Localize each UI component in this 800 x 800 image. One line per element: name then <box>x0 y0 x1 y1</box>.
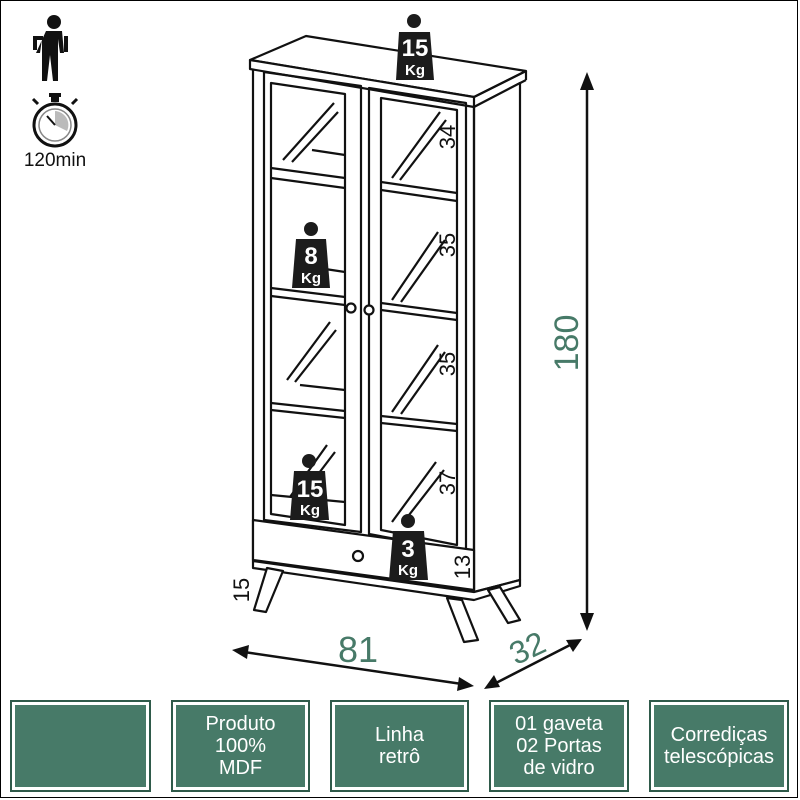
svg-text:Kg: Kg <box>405 62 425 79</box>
person-assembler-icon <box>33 15 68 81</box>
width-dimension-arrow <box>232 645 474 691</box>
svg-text:8: 8 <box>304 243 317 270</box>
badge-material-line-1: Produto <box>205 713 276 735</box>
badge-components-line-3: de vidro <box>523 757 595 779</box>
stopwatch-icon <box>31 93 79 148</box>
weight-tag-shelf: 8 Kg <box>292 222 330 288</box>
badge-style-line-2: retrô <box>378 746 421 768</box>
badge-style: Linha retrô <box>330 700 469 792</box>
badge-components: 01 gaveta 02 Portas de vidro <box>489 700 629 792</box>
shelf-1-height: 34 <box>435 125 460 149</box>
svg-text:Kg: Kg <box>398 562 418 579</box>
badge-blank <box>10 700 151 792</box>
badge-slides-line-1: Corrediças <box>670 724 768 746</box>
badge-slides: Corrediças telescópicas <box>649 700 789 792</box>
badge-components-line-1: 01 gaveta <box>515 713 603 735</box>
drawer-height: 13 <box>450 555 475 579</box>
badge-style-line-1: Linha <box>375 724 424 746</box>
shelf-2-height: 35 <box>435 233 460 257</box>
svg-text:Kg: Kg <box>301 270 321 287</box>
depth-dimension-arrow <box>484 639 582 689</box>
badge-material-line-2: 100% <box>214 735 267 757</box>
cabinet-drawing: 120min <box>24 14 594 691</box>
width-label: 81 <box>338 629 378 670</box>
badge-slides-line-2: telescópicas <box>663 746 775 768</box>
badge-material: Produto 100% MDF <box>171 700 310 792</box>
weight-tag-top: 15 Kg <box>396 14 434 80</box>
cabinet <box>248 34 528 644</box>
feature-badges: Produto 100% MDF Linha retrô 01 gaveta 0… <box>0 694 800 800</box>
svg-text:Kg: Kg <box>300 502 320 519</box>
svg-text:3: 3 <box>401 536 414 563</box>
height-dimension-arrow <box>580 72 594 631</box>
svg-text:15: 15 <box>402 35 429 62</box>
badge-components-line-2: 02 Portas <box>516 735 602 757</box>
badge-material-line-3: MDF <box>218 757 263 779</box>
assembly-time: 120min <box>24 150 86 171</box>
svg-text:15: 15 <box>297 476 324 503</box>
height-label: 180 <box>548 315 586 372</box>
weight-tag-drawer: 3 Kg <box>389 514 428 580</box>
shelf-3-height: 35 <box>435 352 460 376</box>
shelf-4-height: 37 <box>435 471 460 495</box>
depth-label: 32 <box>504 624 551 672</box>
weight-tag-bottom: 15 Kg <box>290 454 329 520</box>
leg-height: 15 <box>229 578 254 602</box>
